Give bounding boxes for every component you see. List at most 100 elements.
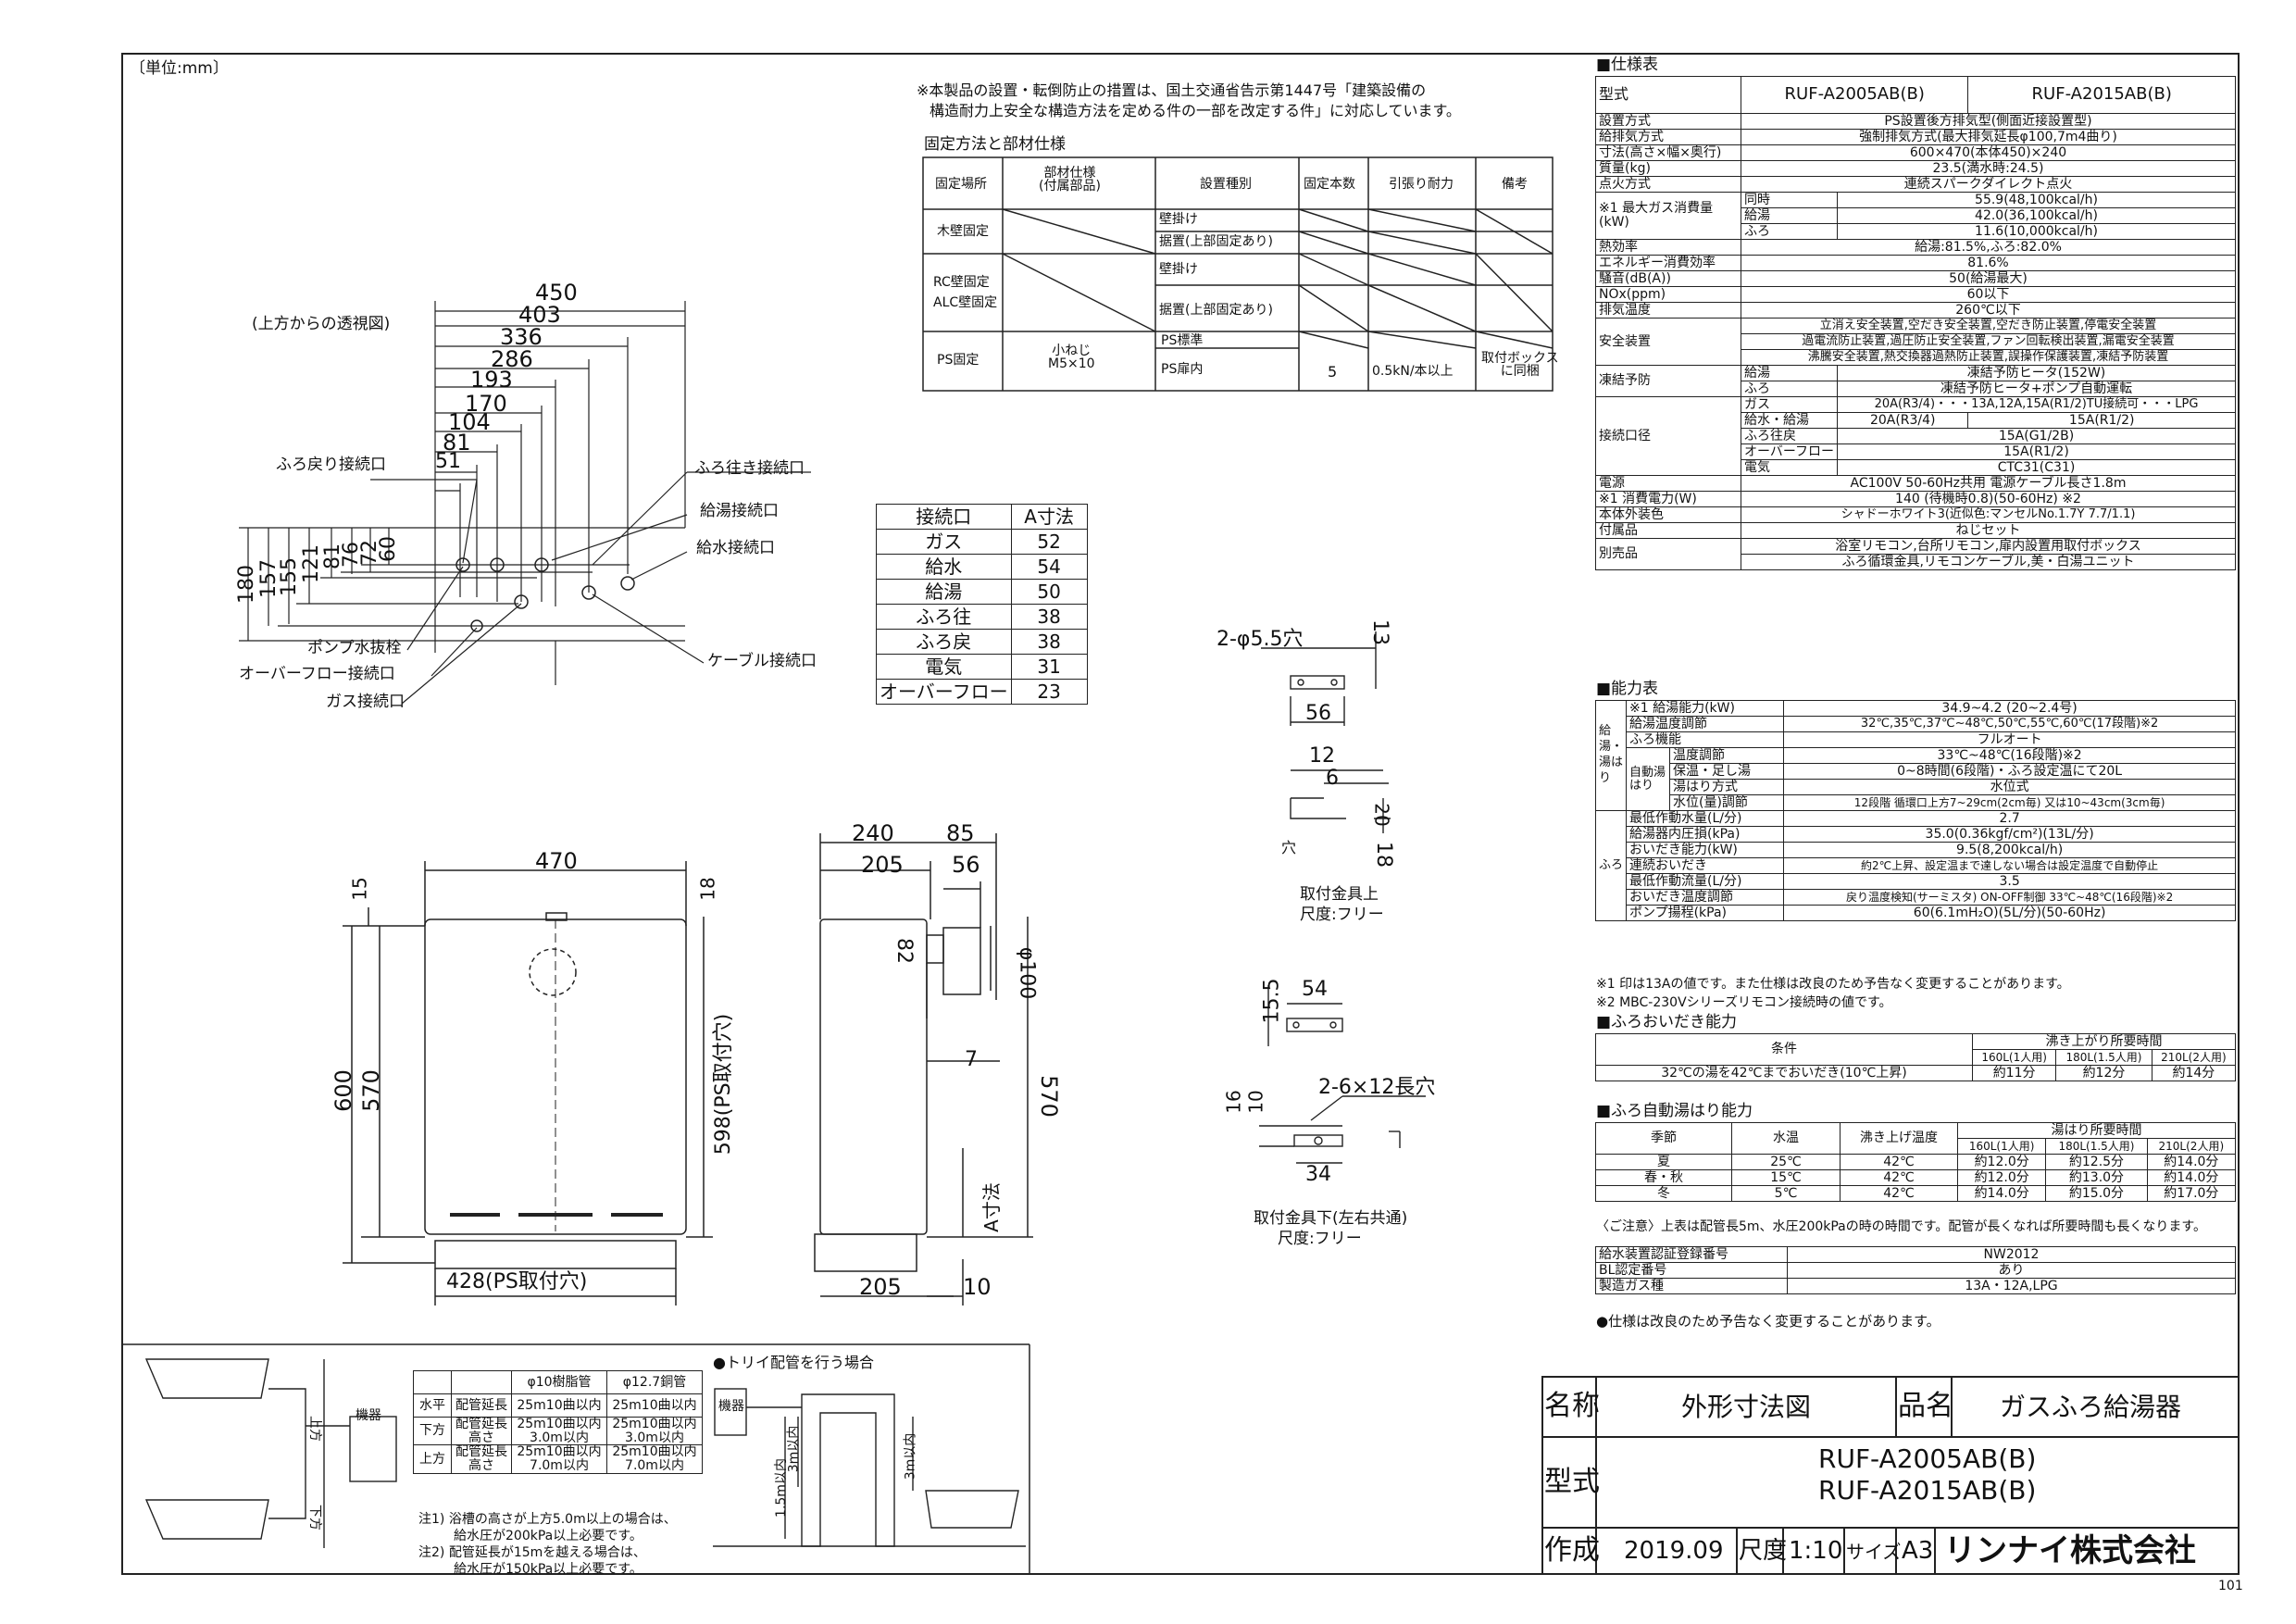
ability-label: おいだき温度調節 <box>1625 889 1785 906</box>
ability-side-label: ふろ <box>1595 810 1627 921</box>
dim-label: 180 <box>235 565 258 604</box>
spec-value: 50(給湯最大) <box>1741 270 2236 287</box>
dim-label: 205 <box>861 852 904 878</box>
dim-label: 34 <box>1305 1163 1331 1186</box>
spec-value: CTC31(C31) <box>1837 459 2236 476</box>
title-size-label: サイズ <box>1846 1541 1902 1563</box>
autofill-cell: 約14.0分 <box>2146 1154 2237 1170</box>
ability-value: 2.7 <box>1783 810 2236 827</box>
spec-model: RUF-A2015AB(B) <box>1967 76 2236 114</box>
dim-label: 82 <box>892 938 916 964</box>
spec-value: 15A(R1/2) <box>1967 412 2236 429</box>
spec-value: 15A(G1/2B) <box>1837 428 2236 444</box>
spec-label-freeze: 凍結予防 <box>1595 365 1741 397</box>
spec-value: 立消え安全装置,空だき安全装置,空だき防止装置,停電安全装置 <box>1741 318 2236 334</box>
dim-label: 54 <box>1302 978 1328 1001</box>
spec-label: 質量(kg) <box>1595 160 1741 177</box>
autofill-col: 210L(2人用) <box>2146 1138 2237 1155</box>
ability-value: 水位式 <box>1783 779 2236 795</box>
dim-label: 18 <box>1372 842 1395 868</box>
spec-value: 20A(R3/4)・・・13A,12A,15A(R1/2)TU接続可・・・LPG <box>1837 396 2236 413</box>
fixing-header-part: 部材仕様 (付属部品) <box>1039 166 1101 194</box>
spec-value: ふろ循環金具,リモコンケーブル,美・白湯ユニット <box>1741 554 2236 570</box>
bracket-hole-mark: 穴 <box>1281 839 1297 856</box>
ability-value: 9.5(8,200kcal/h) <box>1783 842 2236 858</box>
conn-header: A寸法 <box>1010 504 1088 530</box>
cert-value: あり <box>1787 1262 2236 1279</box>
dim-label: 470 <box>535 848 578 874</box>
fixing-header-place: 固定場所 <box>935 177 987 192</box>
spec-label: NOx(ppm) <box>1595 286 1741 303</box>
spec-label: 排気温度 <box>1595 302 1741 319</box>
bracket-upper-caption: 取付金具上 <box>1300 885 1379 904</box>
autofill-cell: 5℃ <box>1731 1185 1841 1202</box>
autofill-cell: 約12.5分 <box>2045 1154 2148 1170</box>
autofill-cell: 約12.0分 <box>1956 1154 2047 1170</box>
spec-sub: 給水・給湯 <box>1740 412 1839 429</box>
autofill-cell: 約12.0分 <box>1956 1169 2047 1186</box>
bracket-lower-caption: 取付金具下(左右共通) <box>1254 1209 1408 1228</box>
dim-label: 81 <box>443 430 471 456</box>
reheat-col: 180L(1.5人用) <box>2055 1049 2152 1066</box>
conn-cell: 52 <box>1010 529 1088 555</box>
conn-cell: 50 <box>1010 579 1088 605</box>
ability-title: ■能力表 <box>1596 680 1659 698</box>
trap-title: ●トリイ配管を行う場合 <box>713 1354 874 1371</box>
spec-value: 55.9(48,100kcal/h) <box>1837 192 2236 208</box>
title-product: ガスふろ給湯器 <box>2000 1392 2182 1422</box>
ability-label: 給湯器内圧損(kPa) <box>1625 826 1785 843</box>
spec-value: 15A(R1/2) <box>1837 443 2236 460</box>
dim-label: 10 <box>963 1274 992 1300</box>
fixing-type: PS扉内 <box>1161 362 1204 377</box>
spec-sub: ふろ往戻 <box>1740 428 1839 444</box>
fixing-type: 据置(上部固定あり) <box>1159 234 1273 249</box>
dim-label: 600 <box>330 1069 356 1112</box>
autofill-cell: 25℃ <box>1731 1154 1841 1170</box>
piping-label: 3m以内 <box>786 1425 802 1473</box>
piping-cell: 配管延長 高さ <box>451 1416 512 1446</box>
spec-label: 熱効率 <box>1595 239 1741 256</box>
reheat-title: ■ふろおいだき能力 <box>1596 1013 1738 1031</box>
spec-value: 600×470(本体450)×240 <box>1741 144 2236 161</box>
dim-label: 7 <box>965 1048 978 1071</box>
title-model-label: 型式 <box>1544 1466 1600 1498</box>
autofill-cell: 約17.0分 <box>2146 1185 2237 1202</box>
spec-value: AC100V 50-60Hz共用 電源ケーブル長さ1.8m <box>1741 475 2236 492</box>
spec-value: PS設置後方排気型(側面近接設置型) <box>1741 113 2236 130</box>
title-name-label: 名称 <box>1544 1390 1600 1422</box>
title-model: RUF-A2005AB(B) <box>1818 1443 2037 1474</box>
bracket-lower-scale: 尺度:フリー <box>1278 1230 1362 1248</box>
dim-label: 18 <box>696 877 719 901</box>
cert-note: ●仕様は改良のため予告なく変更することがあります。 <box>1596 1313 1940 1330</box>
piping-cell: 25m10曲以内 7.0m以内 <box>606 1444 703 1474</box>
piping-cell: 水平 <box>413 1393 452 1418</box>
label-pump-drain: ポンプ水抜栓 <box>307 639 402 657</box>
piping-cell: 上方 <box>413 1444 452 1474</box>
conn-cell: 38 <box>1010 629 1088 655</box>
ability-value: 3.5 <box>1783 873 2236 890</box>
autofill-cell: 15℃ <box>1731 1169 1841 1186</box>
spec-label: 設置方式 <box>1595 113 1741 130</box>
ability-label: ふろ機能 <box>1625 731 1785 748</box>
dim-label: 336 <box>500 324 543 350</box>
dim-label: 193 <box>470 367 513 393</box>
dim-label: 286 <box>491 346 533 372</box>
reheat-value: 約11分 <box>1971 1065 2057 1081</box>
spec-sub: 給湯 <box>1740 207 1839 224</box>
piping-header: φ10樹脂管 <box>511 1370 607 1394</box>
dim-label: 85 <box>946 820 975 846</box>
dim-label: 570 <box>1035 1075 1062 1118</box>
conn-cell: ふろ往 <box>876 604 1012 630</box>
autofill-cell: 冬 <box>1595 1185 1732 1202</box>
dim-label: 13 <box>1368 619 1391 645</box>
ability-note: ※1 印は13Aの値です。また仕様は改良のため予告なく変更することがあります。 <box>1596 977 2070 992</box>
spec-label-safety: 安全装置 <box>1595 318 1741 366</box>
autofill-header: 水温 <box>1731 1122 1841 1155</box>
label-overflow: オーバーフロー接続口 <box>239 665 395 683</box>
piping-label: 機器 <box>718 1399 744 1414</box>
ability-label: おいだき能力(kW) <box>1625 842 1785 858</box>
dim-label: 16 <box>1222 1090 1245 1114</box>
fixing-type: 据置(上部固定あり) <box>1159 303 1273 318</box>
